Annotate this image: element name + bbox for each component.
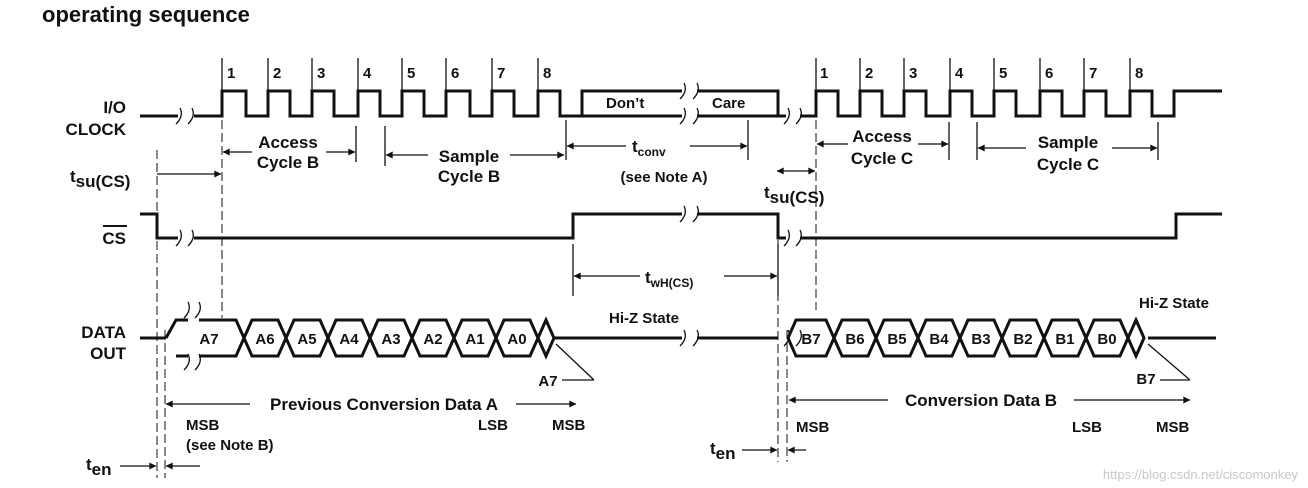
clock-number: 2: [865, 65, 873, 82]
svg-text:(see Note A): (see Note A): [621, 169, 708, 186]
previous-conversion-span: Previous Conversion Data A MSB (see Note…: [165, 395, 586, 454]
svg-text:ten: ten: [710, 439, 736, 463]
data-cell-a: A5: [297, 331, 316, 348]
data-cell-b: B0: [1097, 331, 1116, 348]
clock-number: 3: [317, 65, 325, 82]
clock-number: 6: [451, 65, 459, 82]
data-cell-b: B2: [1013, 331, 1032, 348]
conversion-data-b-span: Conversion Data B MSB LSB MSB: [788, 391, 1191, 436]
clock-number: 5: [999, 65, 1007, 82]
clock-ticks: [221, 58, 1131, 90]
io-clock-waveform: [140, 89, 1222, 118]
clock-number: 4: [363, 65, 372, 82]
tsu-cs-right-annotation: tsu(CS): [764, 167, 824, 207]
svg-text:MSB: MSB: [1156, 419, 1190, 436]
access-cycle-c-annotation: Access Cycle C: [816, 122, 950, 168]
svg-text:Cycle B: Cycle B: [438, 167, 500, 186]
svg-text:MSB: MSB: [552, 417, 586, 434]
io-clock-label-line1: I/O: [103, 98, 126, 117]
svg-text:LSB: LSB: [478, 417, 508, 434]
svg-text:MSB: MSB: [186, 417, 220, 434]
svg-text:twH(CS): twH(CS): [645, 268, 693, 290]
data-cell-b: B6: [845, 331, 864, 348]
data-cell-a: A1: [465, 331, 484, 348]
break-marks: [175, 82, 802, 371]
tconv-annotation: tconv (see Note A): [565, 120, 749, 186]
b7-callout: B7: [1136, 343, 1191, 388]
svg-text:Access: Access: [258, 133, 318, 152]
cs-waveform: [140, 212, 1222, 240]
svg-text:Sample: Sample: [1038, 133, 1098, 152]
ten-right-annotation: ten: [710, 439, 806, 463]
hiz-label-middle: Hi-Z State: [609, 310, 679, 327]
data-cell-b: B1: [1055, 331, 1074, 348]
data-cell-a: A3: [381, 331, 400, 348]
io-clock-label-line2: CLOCK: [66, 120, 127, 139]
svg-text:Sample: Sample: [439, 147, 499, 166]
data-cell-b: B5: [887, 331, 906, 348]
clock-number: 7: [497, 65, 505, 82]
svg-text:Cycle C: Cycle C: [1037, 155, 1099, 174]
a7-callout: A7: [538, 343, 595, 390]
access-cycle-b-annotation: Access Cycle B: [222, 126, 357, 172]
data-cell-a: A2: [423, 331, 442, 348]
svg-text:MSB: MSB: [796, 419, 830, 436]
clock-number: 2: [273, 65, 281, 82]
svg-text:Cycle B: Cycle B: [257, 153, 319, 172]
sample-cycle-c-annotation: Sample Cycle C: [976, 122, 1159, 174]
page-title: operating sequence: [42, 2, 250, 27]
hiz-label-right: Hi-Z State: [1139, 295, 1209, 312]
ten-left-annotation: ten: [86, 455, 200, 479]
tsu-cs-left-annotation: tsu(CS): [70, 167, 222, 191]
data-cell-b: B7: [801, 331, 820, 348]
dont-care-text-2: Care: [712, 95, 745, 112]
svg-text:LSB: LSB: [1072, 419, 1102, 436]
data-out-label-line2: OUT: [90, 344, 127, 363]
clock-number: 8: [1135, 65, 1143, 82]
reference-dashed-lines: [156, 120, 817, 478]
clock-number: 5: [407, 65, 415, 82]
clock-number: 4: [955, 65, 964, 82]
clock-number: 6: [1045, 65, 1053, 82]
svg-text:Previous Conversion Data A: Previous Conversion Data A: [270, 395, 498, 414]
dont-care-text-1: Don’t: [606, 95, 644, 112]
clock-number: 3: [909, 65, 917, 82]
data-out-label-line1: DATA: [81, 323, 126, 342]
watermark: https://blog.csdn.net/ciscomonkey: [1102, 467, 1298, 482]
data-cell-a: A7: [199, 331, 218, 348]
svg-text:Cycle C: Cycle C: [851, 149, 913, 168]
clock-number: 8: [543, 65, 551, 82]
svg-text:B7: B7: [1136, 371, 1155, 388]
svg-text:tsu(CS): tsu(CS): [764, 183, 824, 207]
svg-text:tsu(CS): tsu(CS): [70, 167, 130, 191]
svg-text:ten: ten: [86, 455, 112, 479]
clock-number: 1: [227, 65, 235, 82]
data-cell-a: A4: [339, 331, 359, 348]
clock-number: 1: [820, 65, 828, 82]
svg-text:(see Note B): (see Note B): [186, 437, 274, 454]
data-cell-b: B4: [929, 331, 949, 348]
data-out-waveform: [140, 316, 1216, 360]
svg-text:tconv: tconv: [632, 137, 666, 159]
svg-text:A7: A7: [538, 373, 557, 390]
svg-text:Conversion Data B: Conversion Data B: [905, 391, 1057, 410]
data-cell-a: A0: [507, 331, 526, 348]
cs-label: CS: [102, 229, 126, 248]
data-cell-a: A6: [255, 331, 274, 348]
clock-number: 7: [1089, 65, 1097, 82]
sample-cycle-b-annotation: Sample Cycle B: [384, 126, 565, 186]
data-cell-b: B3: [971, 331, 990, 348]
svg-text:Access: Access: [852, 127, 912, 146]
twh-cs-annotation: twH(CS): [572, 244, 779, 296]
